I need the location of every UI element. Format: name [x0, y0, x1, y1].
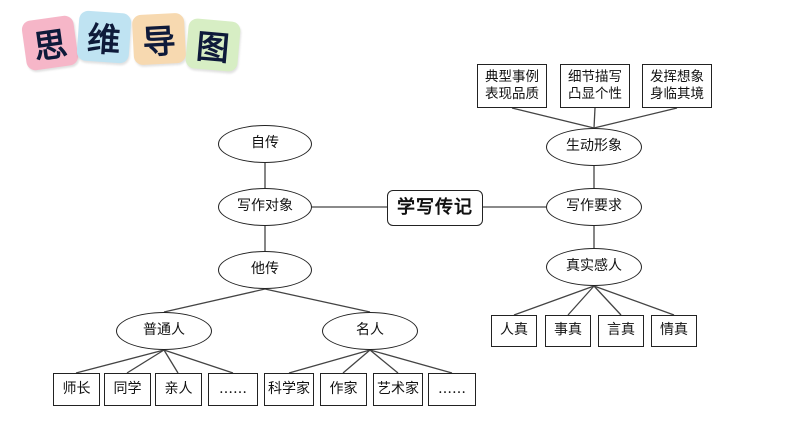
writing-requirement-node: 写作要求	[546, 188, 642, 226]
vivid-image-node: 生动形象	[546, 128, 642, 166]
leaf-node: 作家	[320, 373, 367, 406]
connector-line	[593, 285, 622, 316]
connector-line	[511, 107, 595, 129]
connector-line	[593, 285, 675, 316]
leaf-node: 言真	[598, 315, 644, 347]
connector-line	[126, 349, 165, 374]
connector-line	[342, 349, 371, 374]
leaf-node: 师长	[53, 373, 100, 406]
leaf-node: 典型事例 表现品质	[477, 64, 547, 108]
connector-line	[369, 349, 399, 374]
connector-line	[513, 285, 595, 316]
connector-line	[593, 107, 596, 129]
leaf-node: 科学家	[264, 373, 314, 406]
leaf-node: 细节描写 凸显个性	[560, 64, 630, 108]
connector-line	[163, 349, 234, 374]
leaf-node: 人真	[491, 315, 537, 347]
leaf-node: 亲人	[155, 373, 202, 406]
connector-line	[369, 349, 453, 374]
connector-line	[264, 288, 371, 313]
root-node: 学写传记	[387, 190, 483, 226]
ordinary-people-node: 普通人	[116, 312, 212, 350]
famous-people-node: 名人	[322, 312, 418, 350]
leaf-node: 艺术家	[373, 373, 423, 406]
connector-line	[593, 107, 678, 129]
connector-line	[288, 349, 371, 374]
true-touching-node: 真实感人	[546, 248, 642, 286]
leaf-node: 同学	[104, 373, 151, 406]
leaf-node: 事真	[545, 315, 591, 347]
leaf-node: ……	[208, 373, 258, 406]
leaf-node: 发挥想象 身临其境	[642, 64, 712, 108]
connector-line	[163, 288, 266, 313]
leaf-node: 情真	[651, 315, 697, 347]
connector-line	[567, 285, 595, 316]
leaf-node: ……	[428, 373, 476, 406]
biography-node: 他传	[218, 251, 312, 289]
connector-line	[75, 349, 165, 374]
connector-line	[163, 349, 179, 374]
autobiography-node: 自传	[218, 125, 312, 163]
writing-subject-node: 写作对象	[218, 188, 312, 226]
